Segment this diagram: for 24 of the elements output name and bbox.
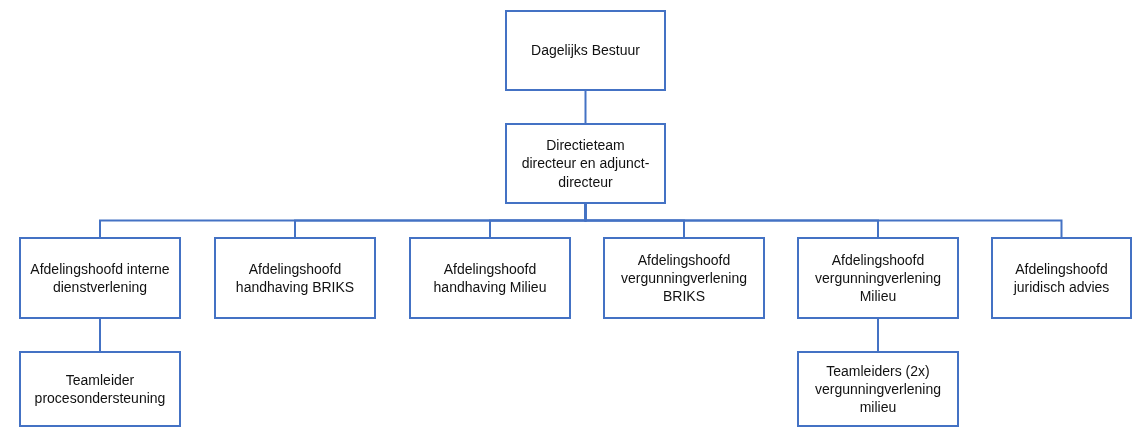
box-title: Afdelingshoofd vergunningverlening BRIKS [619, 250, 749, 306]
org-box [214, 237, 376, 319]
box-title: Dagelijks Bestuur [531, 41, 640, 60]
box-subtitle: directeur en adjunct-directeur [520, 154, 651, 191]
connector-line [877, 318, 879, 352]
box-title: Afdelingshoofd juridisch advies [1012, 259, 1111, 297]
connector-line [584, 90, 587, 124]
org-box [19, 237, 181, 319]
box-title: Afdelingshoofd vergunningverlening Milieu [813, 250, 943, 306]
box-title: Afdelingshoofd handhaving Milieu [432, 259, 548, 297]
connector-line [99, 318, 101, 352]
box-title: Directieteam [546, 136, 625, 155]
box-title: Teamleider procesondersteuning [33, 370, 167, 408]
box-title: Afdelingshoofd interne dienstverlening [29, 259, 171, 297]
org-box [505, 123, 666, 204]
org-box [505, 10, 666, 91]
org-box [991, 237, 1132, 319]
org-box [409, 237, 571, 319]
org-box [797, 351, 959, 427]
box-title: Afdelingshoofd handhaving BRIKS [234, 259, 356, 297]
org-box [603, 237, 765, 319]
org-box [797, 237, 959, 319]
box-title: Teamleiders (2x) vergunningverlening milieu [813, 361, 943, 417]
org-box [19, 351, 181, 427]
